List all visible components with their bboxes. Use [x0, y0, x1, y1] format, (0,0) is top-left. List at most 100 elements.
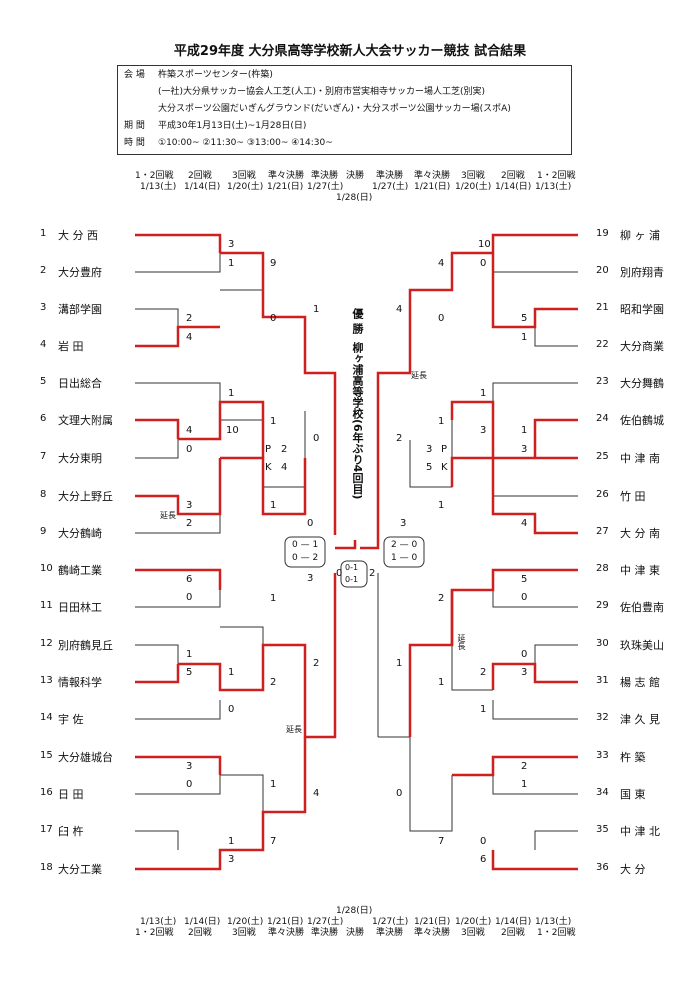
score: 1: [228, 836, 235, 847]
score: 1: [438, 677, 445, 688]
score: 4: [186, 332, 193, 343]
team-name: 玖珠美山: [620, 639, 664, 652]
final-score: 0-1: [345, 575, 359, 584]
date-label: 1/21(日): [267, 917, 304, 927]
info-label: 会 場: [124, 70, 145, 80]
final-score: 0-1: [345, 563, 359, 572]
team-name: 柳 ヶ 浦: [620, 229, 660, 242]
team-name: 別府鶴見丘: [58, 639, 113, 652]
info-label: 時 間: [124, 138, 145, 148]
round-label: 決勝: [346, 928, 365, 938]
date-label: 1/21(日): [267, 182, 304, 192]
info-value: 杵築スポーツセンター(杵築): [158, 70, 273, 80]
team-number: 23: [596, 376, 609, 387]
score: 3: [400, 518, 407, 529]
team-name: 日出総合: [58, 377, 102, 390]
score: 10: [226, 425, 239, 436]
round-label: 1・2回戦: [537, 928, 576, 938]
team-number: 34: [596, 787, 609, 798]
overtime-note: 延長: [286, 725, 302, 734]
round-label: 2回戦: [188, 928, 212, 938]
team-number: 25: [596, 451, 609, 462]
team-name: 昭和学園: [620, 303, 664, 316]
date-label: 1/21(日): [414, 182, 451, 192]
team-number: 33: [596, 750, 609, 761]
score: 2: [281, 444, 288, 455]
overtime-note: 延長: [411, 371, 427, 380]
team-name: 佐伯豊南: [620, 601, 664, 614]
score: 0: [313, 433, 320, 444]
score: 4: [186, 425, 193, 436]
score: 3: [521, 667, 528, 678]
round-label: 3回戦: [461, 171, 485, 181]
info-row-venue-2: (一社)大分県サッカー協会人工芝(人工)・別府市営実相寺サッカー場人工芝(別実): [118, 84, 571, 101]
score: 2: [396, 433, 403, 444]
team-number: 17: [40, 824, 53, 835]
team-name: 国 東: [620, 788, 646, 801]
pk-k: K: [265, 462, 272, 473]
score: 1: [521, 779, 528, 790]
overtime-note: 延長: [160, 511, 176, 520]
round-label: 1・2回戦: [537, 171, 576, 181]
score: 0: [521, 649, 528, 660]
date-label: 1/14(日): [184, 182, 221, 192]
info-row-period: 期 間 平成30年1月13日(土)~1月28日(日): [118, 118, 571, 135]
team-number: 20: [596, 265, 609, 276]
score: 5: [521, 313, 528, 324]
score: 0: [228, 704, 235, 715]
date-label: 1/13(土): [140, 182, 177, 192]
info-row-time: 時 間 ①10:00~ ②11:30~ ③13:00~ ④14:30~: [118, 135, 571, 152]
final-date: 1/28(日): [336, 193, 373, 203]
score: 1: [313, 304, 320, 315]
date-label: 1/14(日): [184, 917, 221, 927]
date-label: 1/27(土): [307, 182, 344, 192]
team-name: 大 分 南: [620, 527, 660, 540]
score: 3: [186, 500, 193, 511]
score: 1: [228, 258, 235, 269]
date-label: 1/20(土): [455, 182, 492, 192]
team-number: 12: [40, 638, 53, 649]
team-name: 中 津 東: [620, 564, 660, 577]
score: 4: [281, 462, 288, 473]
score: 3: [521, 444, 528, 455]
team-name: 臼 杵: [58, 825, 84, 838]
team-number: 29: [596, 600, 609, 611]
score: 4: [313, 788, 320, 799]
team-number: 11: [40, 600, 53, 611]
team-name: 宇 佐: [58, 713, 84, 726]
score: 0: [438, 313, 445, 324]
team-number: 28: [596, 563, 609, 574]
team-name: 別府翔青: [620, 266, 664, 279]
score: 3: [480, 425, 487, 436]
score: 6: [186, 574, 193, 585]
info-value: 大分スポーツ公園だいぎんグラウンド(だいぎん)・大分スポーツ公園サッカー場(スポ…: [158, 104, 511, 114]
score: 2: [270, 677, 277, 688]
score: 2: [521, 761, 528, 772]
team-name: 文理大附属: [58, 414, 113, 427]
team-number: 36: [596, 862, 609, 873]
round-label: 1・2回戦: [135, 928, 174, 938]
round-label: 2回戦: [188, 171, 212, 181]
score: 2: [313, 658, 320, 669]
round-label: 決勝: [346, 171, 365, 181]
team-number: 13: [40, 675, 53, 686]
team-name: 大分雄城台: [58, 751, 113, 764]
score: 3: [186, 761, 193, 772]
team-name: 大分工業: [58, 863, 102, 876]
team-name: 楊 志 館: [620, 676, 660, 689]
team-number: 1: [40, 228, 47, 239]
team-name: 大分商業: [620, 340, 664, 353]
team-number: 6: [40, 413, 47, 424]
info-label: 期 間: [124, 121, 145, 131]
team-number: 30: [596, 638, 609, 649]
score: 0: [480, 258, 487, 269]
round-label: 準々決勝: [268, 171, 305, 181]
team-number: 2: [40, 265, 47, 276]
team-name: 津 久 見: [620, 713, 660, 726]
score: 2: [186, 313, 193, 324]
team-name: 中 津 北: [620, 825, 660, 838]
round-label: 準々決勝: [414, 171, 451, 181]
score: 1: [186, 649, 193, 660]
team-name: 佐伯鶴城: [620, 414, 664, 427]
